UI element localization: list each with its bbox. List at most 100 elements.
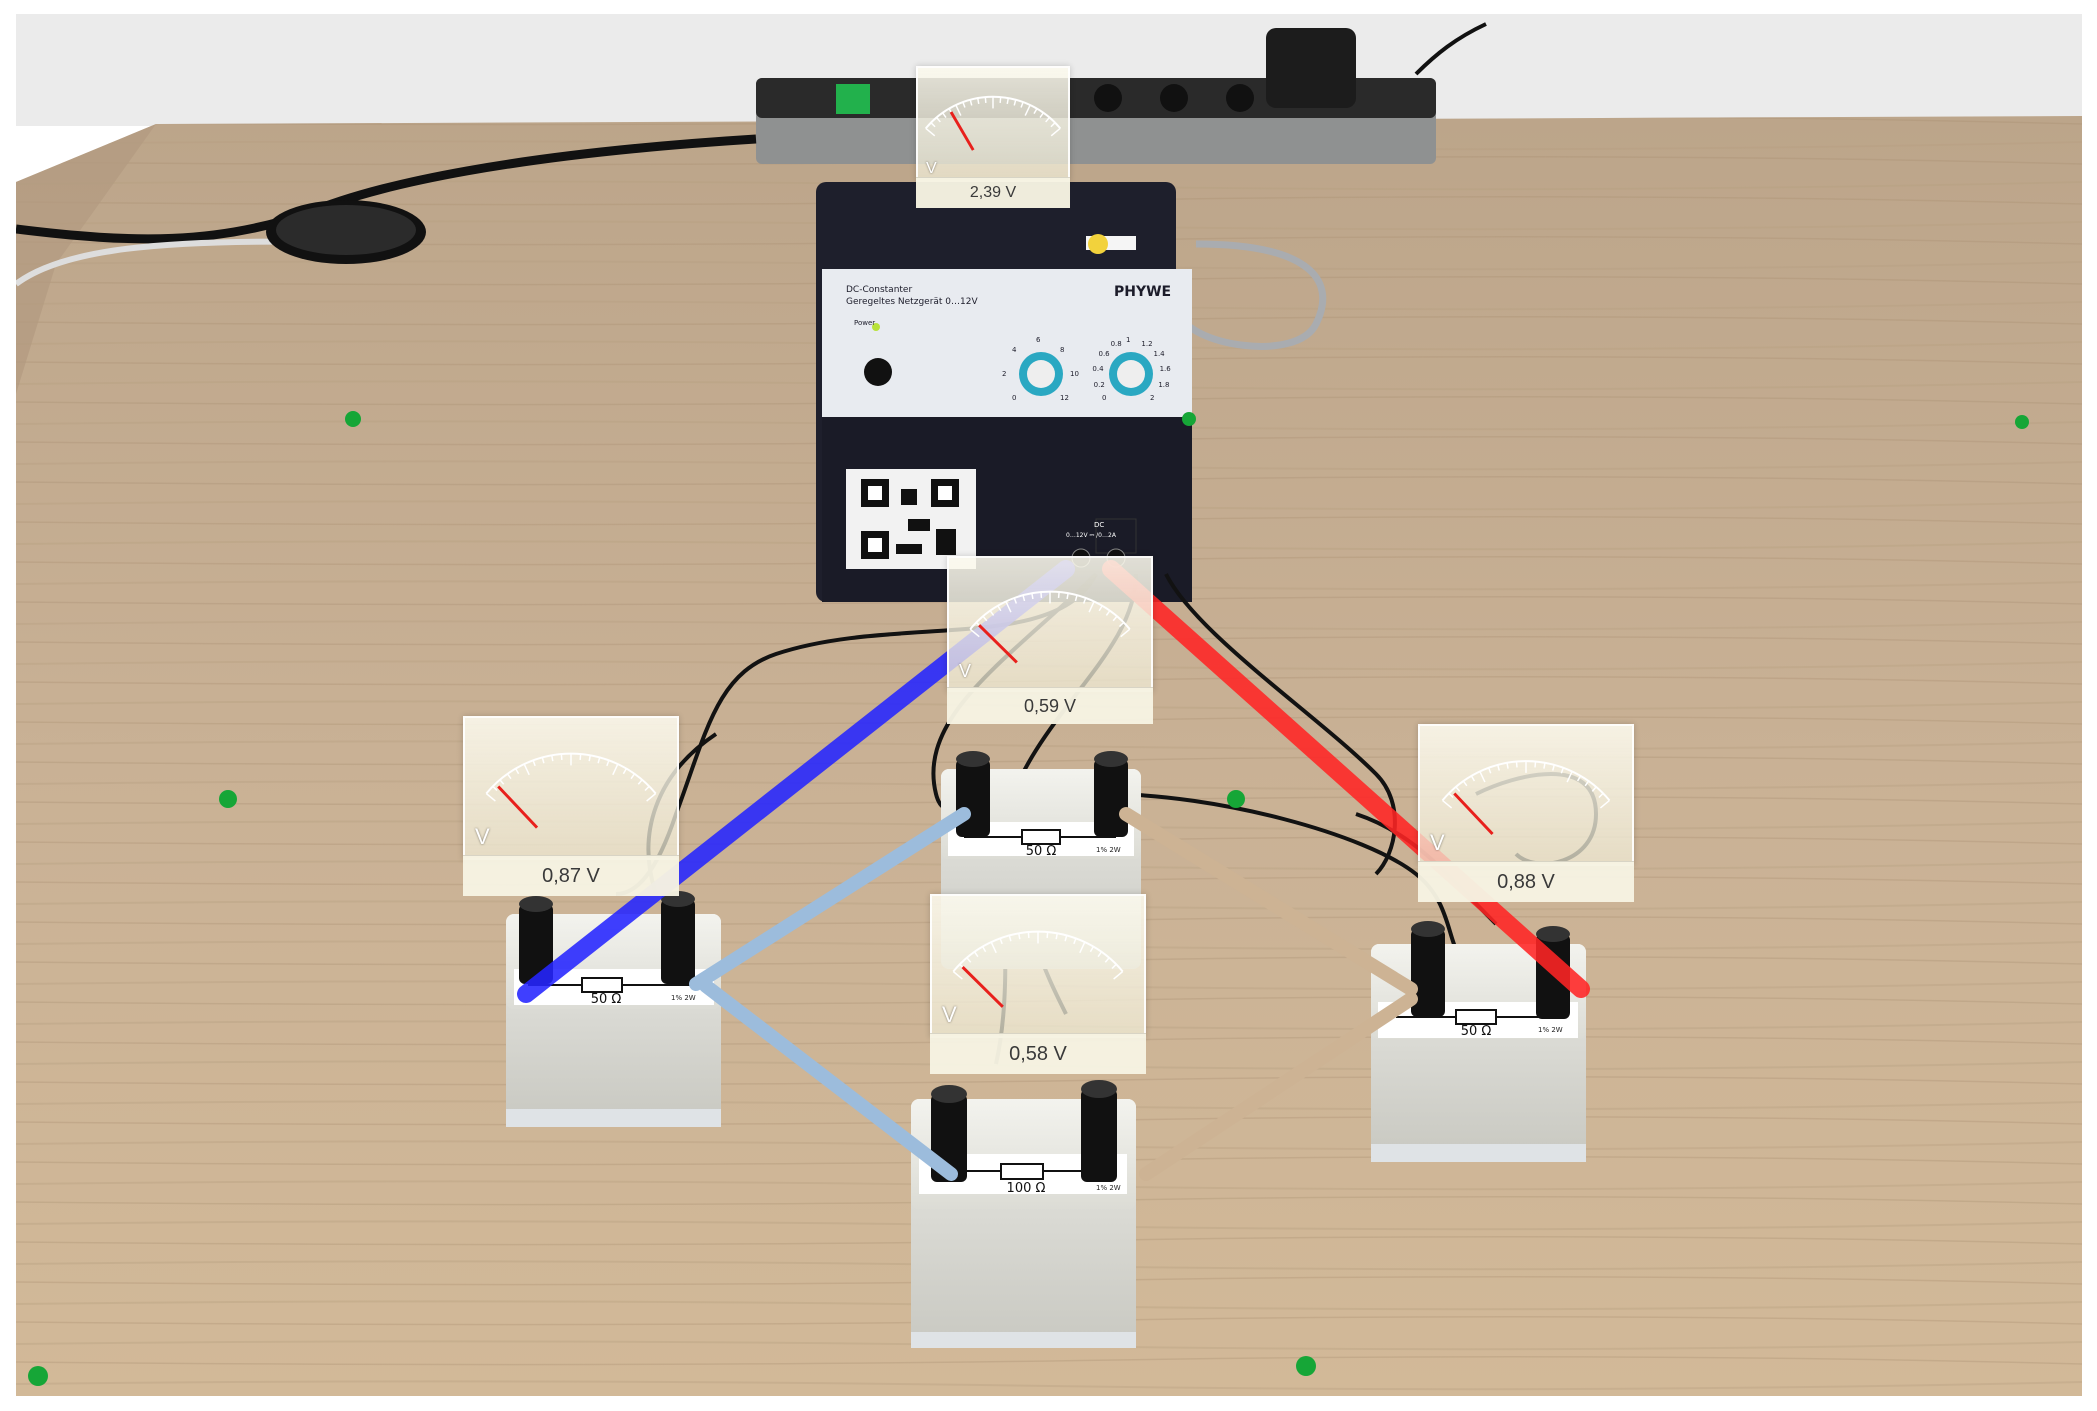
dial-tick	[492, 785, 498, 791]
meter-needle	[1453, 792, 1494, 836]
dial-tick	[1462, 780, 1468, 787]
meter-dial: V	[1418, 724, 1634, 866]
meter-unit: V	[926, 160, 937, 177]
dial-tick	[977, 97, 980, 104]
dial-tick	[984, 97, 987, 103]
dial-tick	[982, 946, 987, 953]
dial-arc	[1441, 760, 1611, 802]
dial-tick	[1057, 591, 1060, 598]
resistor-left-label: 50 Ω	[590, 992, 622, 1007]
dial-tick	[925, 127, 936, 137]
dial-tick	[982, 615, 988, 622]
scale-label: 0.6	[1098, 350, 1110, 358]
scale-label: 0.4	[1092, 364, 1104, 373]
dial-tick	[1543, 762, 1546, 769]
dial-tick	[990, 941, 997, 954]
dial-tick	[952, 970, 963, 980]
dial-tick	[630, 773, 636, 780]
dial-tick	[1105, 610, 1111, 616]
dial-tick	[1066, 593, 1069, 600]
dial-tick	[989, 610, 995, 616]
dial-tick	[1098, 605, 1103, 612]
dial-tick	[962, 101, 966, 108]
scale-label: 1.8	[1158, 380, 1170, 389]
meter-readout: 0,58 V	[930, 1033, 1146, 1074]
dial-tick	[1020, 101, 1024, 108]
resistor-top-rating: 1% 2W	[1096, 846, 1121, 854]
psu-output-label-1: DC	[1094, 521, 1105, 529]
dial-tick	[1074, 595, 1078, 602]
dial-tick	[1008, 935, 1012, 942]
scale-label: 1.6	[1159, 364, 1171, 373]
dial-tick	[644, 785, 650, 791]
psu-title-line2: Geregeltes Netzgerät 0…12V	[846, 297, 978, 307]
scale-label: 2	[1150, 394, 1155, 403]
dial-tick	[1470, 775, 1476, 782]
scale-label: 4	[1011, 345, 1017, 354]
meter-dial: V	[463, 716, 679, 860]
dial-tick	[1064, 935, 1068, 942]
scale-label: 1.2	[1141, 339, 1153, 348]
dial-tick	[1079, 941, 1086, 954]
lab-photo	[16, 14, 2082, 1396]
dial-tick	[1082, 597, 1087, 604]
scale-label: 0.2	[1093, 380, 1105, 389]
dial-tick	[1455, 786, 1461, 792]
dial-tick	[1013, 597, 1018, 604]
dial-tick	[1073, 938, 1077, 945]
dial-tick	[1479, 771, 1486, 783]
dial-tick	[1033, 108, 1038, 115]
meter-needle	[497, 785, 539, 829]
wire-tan-lower	[1139, 992, 1418, 1181]
dial-tick	[597, 757, 601, 764]
dial-tick	[1055, 933, 1058, 940]
scale-label: 6	[1036, 336, 1041, 344]
dial-tick	[1097, 951, 1103, 958]
dial-tick	[1515, 761, 1518, 768]
voltmeter-supply: V 2,39 V	[916, 66, 1070, 208]
dial-tick	[999, 938, 1003, 945]
dial-tick	[1050, 122, 1056, 128]
meter-unit: V	[942, 1002, 957, 1027]
dial-tick	[506, 773, 512, 780]
dial-tick	[485, 792, 496, 802]
photo-frame: DC-Constanter Geregeltes Netzgerät 0…12V…	[16, 14, 2082, 1396]
qr-code	[861, 479, 959, 559]
scale-label: 0.8	[1110, 339, 1122, 348]
dial-tick	[646, 792, 657, 802]
voltmeter-bottom-center: V 0,58 V	[930, 894, 1146, 1074]
dial-tick	[1584, 780, 1590, 787]
dial-tick	[969, 99, 973, 106]
scale-label: 10	[1070, 370, 1079, 378]
dial-tick	[969, 628, 980, 638]
dial-tick	[1113, 970, 1124, 980]
dial-tick	[1599, 799, 1610, 809]
dial-tick	[1497, 764, 1500, 771]
scale-label: 2	[1002, 370, 1007, 378]
dial-tick	[973, 951, 979, 958]
meter-readout: 2,39 V	[916, 177, 1070, 208]
wire-red	[1102, 560, 1590, 998]
dial-tick	[1022, 595, 1026, 602]
psu-output-label-2: 0…12V ⎓ /0…2A	[1066, 532, 1116, 539]
meter-unit: V	[475, 824, 490, 849]
dial-tick	[1104, 957, 1110, 963]
meter-dial: V	[947, 556, 1153, 692]
resistor-bottom-label: 100 Ω	[1006, 1181, 1046, 1196]
scale-label: 0	[1101, 394, 1107, 403]
meter-unit: V	[959, 661, 972, 681]
dial-tick	[1027, 932, 1030, 939]
dial-tick	[499, 779, 505, 785]
dial-tick	[1111, 963, 1117, 969]
dial-tick	[1089, 946, 1094, 953]
resistor-box-left	[506, 891, 721, 1127]
dial-tick	[579, 754, 582, 761]
dial-tick	[941, 112, 947, 118]
meter-readout: 0,87 V	[463, 855, 679, 896]
scale-label: 12	[1060, 394, 1069, 403]
wire-lightblue-lower	[699, 979, 958, 1181]
dial-tick	[1018, 933, 1021, 940]
wire-lightblue-upper	[689, 807, 971, 991]
dial-tick	[1560, 767, 1565, 774]
meter-needle	[961, 966, 1004, 1008]
